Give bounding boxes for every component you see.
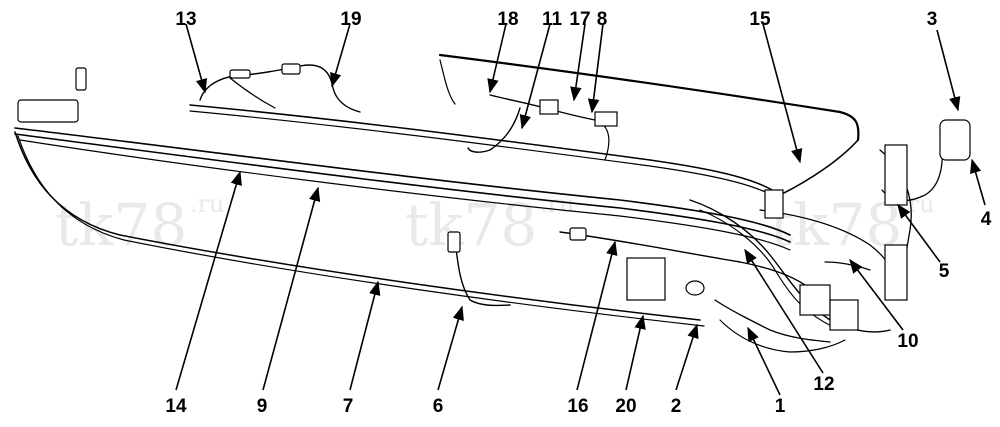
callout-2: 2 [671,396,682,417]
front-connector-block [17,99,79,123]
connector-13 [229,69,251,79]
callout-6: 6 [433,396,444,417]
callout-15: 15 [749,9,771,30]
relay-box-20 [626,257,666,301]
connector-16 [569,227,587,241]
callout-11: 11 [542,9,563,30]
connector-3 [939,119,971,161]
callout-10: 10 [897,331,918,352]
callout-18: 18 [497,9,518,30]
connector-6 [447,231,461,253]
svg-text:.ru: .ru [190,190,225,218]
callout-8: 8 [597,9,608,30]
callout-13: 13 [175,9,196,30]
watermark-left: tk78 .ru [55,190,225,259]
leader-lines [175,23,986,396]
callout-14: 14 [165,396,187,417]
callout-19: 19 [340,9,361,30]
callout-12: 12 [813,374,834,395]
callout-16: 16 [567,396,588,417]
connector-8 [594,111,618,127]
connector-19 [281,63,301,75]
fuse-panel-5 [884,144,908,206]
connector-top-left [75,67,87,91]
fuse-panel-lower [884,244,908,301]
callout-9: 9 [257,396,268,417]
watermark-center: tk78 .ru [405,190,575,259]
connector-15 [764,189,784,219]
connector-17 [539,99,559,115]
callout-7: 7 [343,396,354,417]
callout-1: 1 [775,396,786,417]
svg-text:tk78: tk78 [770,191,902,259]
connector-cluster-12 [799,284,831,316]
svg-text:tk78: tk78 [405,191,537,259]
callout-labels: 1 2 3 4 5 6 7 8 9 10 11 12 13 14 15 16 1… [165,9,991,417]
sensor-2 [685,280,705,296]
connector-cluster-10 [829,299,859,331]
callout-20: 20 [615,396,636,417]
components [17,63,971,331]
callout-17: 17 [569,9,590,30]
callout-4: 4 [981,209,992,230]
callout-5: 5 [939,261,950,282]
callout-3: 3 [927,9,938,30]
